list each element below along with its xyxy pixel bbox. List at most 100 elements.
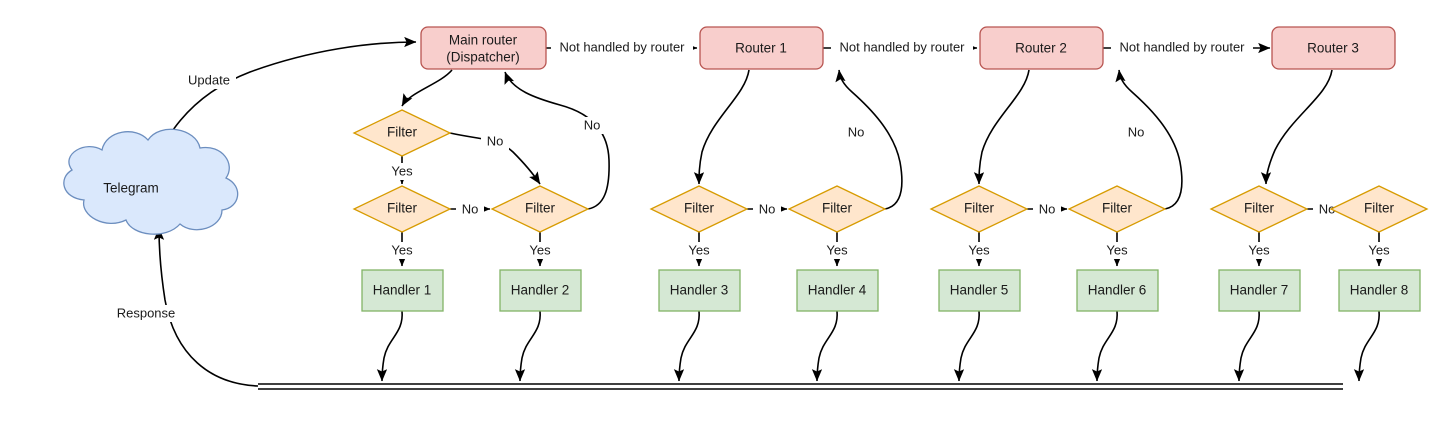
node-filter-c2[interactable]: Filter <box>1067 185 1167 233</box>
filter-c1-label: Filter <box>964 201 995 216</box>
router-3-box <box>1271 26 1396 70</box>
edge-label-d1-yes-text: Yes <box>1248 242 1270 257</box>
edge-label-b1-no-text: No <box>759 201 776 216</box>
filter-c2-shape <box>1067 185 1167 233</box>
filter-d1-shape <box>1209 185 1309 233</box>
filter-a2-shape <box>352 185 452 233</box>
handler-8-label: Handler 8 <box>1350 283 1409 298</box>
edge-label-a2-no-text: No <box>462 201 479 216</box>
edge-router-2-to-filter-c1 <box>973 69 1030 185</box>
node-filter-b2[interactable]: Filter <box>787 185 887 233</box>
router-2-box <box>979 26 1104 70</box>
edge-label-a2-yes: Yes <box>385 242 419 259</box>
filter-d2-label: Filter <box>1364 201 1395 216</box>
filter-a1-label: Filter <box>387 125 418 140</box>
edge-label-chain-1: Not handled by router <box>551 39 693 56</box>
node-handler-3[interactable]: Handler 3 <box>658 269 741 312</box>
edge-handler-5-to-bus <box>953 310 980 382</box>
edge-main-to-filter-a1 <box>401 69 453 107</box>
handler-5-label: Handler 5 <box>950 283 1009 298</box>
edge-label-d1-yes: Yes <box>1242 242 1276 259</box>
node-handler-1[interactable]: Handler 1 <box>361 269 444 312</box>
edge-label-chain-3-text: Not handled by router <box>1119 39 1245 54</box>
handler-4-label: Handler 4 <box>808 283 867 298</box>
edge-filter-a1-no <box>449 132 541 185</box>
edge-label-c2-yes: Yes <box>1100 242 1134 259</box>
handler-1-label: Handler 1 <box>373 283 432 298</box>
edge-label-a1-no-text: No <box>487 133 504 148</box>
main-router-box <box>420 26 547 70</box>
handler-4-box <box>796 269 879 312</box>
node-filter-a1[interactable]: Filter <box>352 109 452 157</box>
edge-filter-a3-no <box>504 71 610 210</box>
edge-label-c1-no: No <box>1033 201 1061 218</box>
node-handler-8[interactable]: Handler 8 <box>1338 269 1421 312</box>
edge-label-b2-yes: Yes <box>820 242 854 259</box>
edge-label-a3-yes-text: Yes <box>529 242 551 257</box>
handler-7-box <box>1218 269 1301 312</box>
edge-label-chain-2-text: Not handled by router <box>839 39 965 54</box>
main-router-label-line1: Main router <box>449 33 518 48</box>
node-filter-a3[interactable]: Filter <box>490 185 590 233</box>
edge-label-b1-yes-text: Yes <box>688 242 710 257</box>
edge-label-d1-no-text: No <box>1319 201 1336 216</box>
handler-2-label: Handler 2 <box>511 283 570 298</box>
edge-label-d2-yes: Yes <box>1362 242 1396 259</box>
edge-label-a1-yes: Yes <box>385 163 419 180</box>
edge-label-b2-no: No <box>842 124 870 141</box>
filter-a2-label: Filter <box>387 201 418 216</box>
handler-6-label: Handler 6 <box>1088 283 1147 298</box>
edge-label-a2-yes-text: Yes <box>391 242 413 257</box>
node-handler-4[interactable]: Handler 4 <box>796 269 879 312</box>
node-handler-2[interactable]: Handler 2 <box>499 269 582 312</box>
router-3-label: Router 3 <box>1307 41 1359 56</box>
node-handler-6[interactable]: Handler 6 <box>1076 269 1159 312</box>
router-1-box <box>699 26 824 70</box>
node-filter-d1[interactable]: Filter <box>1209 185 1309 233</box>
node-filter-a2[interactable]: Filter <box>352 185 452 233</box>
filter-a3-label: Filter <box>525 201 556 216</box>
handler-7-label: Handler 7 <box>1230 283 1289 298</box>
handler-8-box <box>1338 269 1421 312</box>
filter-b1-shape <box>649 185 749 233</box>
edge-handler-2-to-bus <box>514 310 541 382</box>
edge-label-c2-no-text: No <box>1128 124 1145 139</box>
node-main-router[interactable]: Main router (Dispatcher) <box>420 26 547 70</box>
handler-3-label: Handler 3 <box>670 283 729 298</box>
node-router-2[interactable]: Router 2 <box>979 26 1104 70</box>
edge-label-a1-yes-text: Yes <box>391 163 413 178</box>
node-router-3[interactable]: Router 3 <box>1271 26 1396 70</box>
edge-label-chain-1-text: Not handled by router <box>559 39 685 54</box>
handler-3-box <box>658 269 741 312</box>
edge-label-response: Response <box>109 305 183 322</box>
filter-b1-label: Filter <box>684 201 715 216</box>
node-handler-7[interactable]: Handler 7 <box>1218 269 1301 312</box>
edge-handler-7-to-bus <box>1233 310 1260 382</box>
edge-handler-1-to-bus <box>376 310 403 382</box>
filter-a3-shape <box>490 185 590 233</box>
node-filter-d2[interactable]: Filter <box>1329 185 1429 233</box>
edge-label-b1-no: No <box>753 201 781 218</box>
edge-label-b1-yes: Yes <box>682 242 716 259</box>
filter-a1-shape <box>352 109 452 157</box>
edge-label-update-text: Update <box>188 72 230 87</box>
edge-label-c1-no-text: No <box>1039 201 1056 216</box>
node-filter-c1[interactable]: Filter <box>929 185 1029 233</box>
cloud-shape <box>63 128 239 235</box>
filter-d2-shape <box>1329 185 1429 233</box>
node-router-1[interactable]: Router 1 <box>699 26 824 70</box>
node-telegram-cloud[interactable]: Telegram <box>63 128 239 235</box>
node-handler-5[interactable]: Handler 5 <box>938 269 1021 312</box>
main-router-label-line2: (Dispatcher) <box>446 50 520 65</box>
edge-label-c1-yes: Yes <box>962 242 996 259</box>
edge-handler-8-to-bus <box>1353 310 1380 382</box>
edge-handler-3-to-bus <box>673 310 700 382</box>
node-filter-b1[interactable]: Filter <box>649 185 749 233</box>
filter-c1-shape <box>929 185 1029 233</box>
edge-label-a3-yes: Yes <box>523 242 557 259</box>
edge-label-a3-no-text: No <box>584 117 601 132</box>
edge-label-chain-2: Not handled by router <box>831 39 973 56</box>
edge-label-d1-no: No <box>1313 201 1341 218</box>
